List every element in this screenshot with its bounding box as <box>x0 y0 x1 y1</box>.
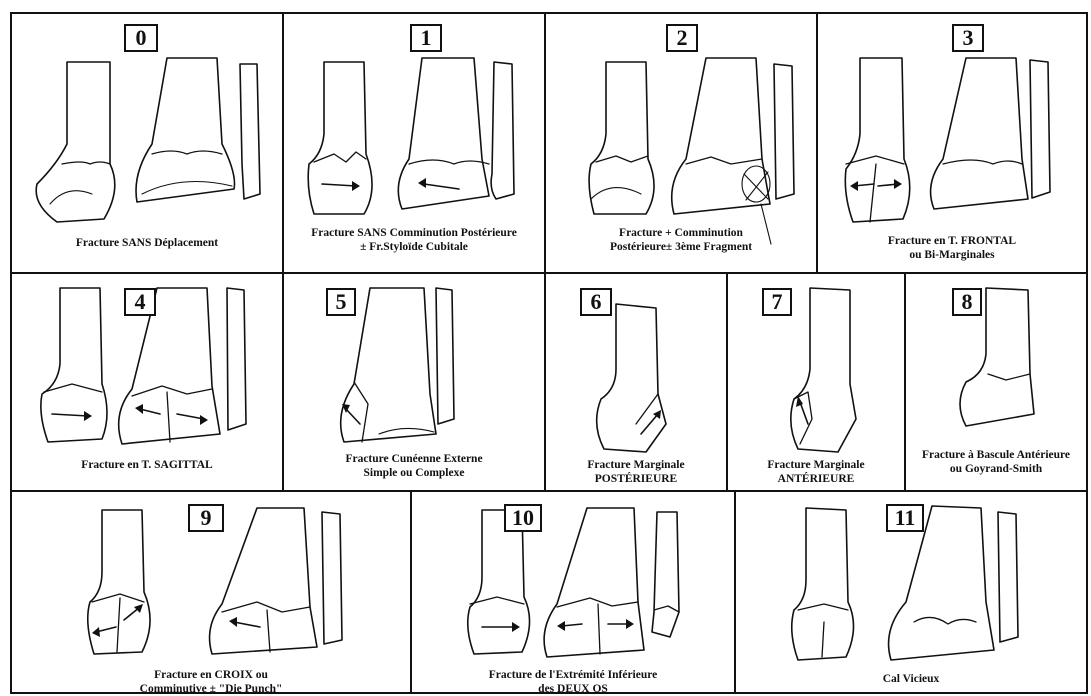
panel-3: 3 Fracture en T. FRONTAL ou Bi-Marginale… <box>816 12 1088 274</box>
panel-caption: Fracture de l'Extrémité Inférieure des D… <box>412 668 734 694</box>
panel-number: 3 <box>952 24 984 52</box>
panel-number: 2 <box>666 24 698 52</box>
panel-caption: Fracture Marginale ANTÉRIEURE <box>728 458 904 486</box>
panel-0: 0 Fracture SANS Déplacement <box>10 12 284 274</box>
panel-caption: Fracture Cunéenne Externe Simple ou Comp… <box>284 452 544 480</box>
panel-5: 5 Fracture Cunéenne Externe Simple ou Co… <box>282 272 546 492</box>
panel-caption: Cal Vicieux <box>736 672 1086 686</box>
panel-9: 9 Fracture en CROIX ou Comminutive ± "Di… <box>10 490 412 694</box>
panel-0-illustration <box>12 14 284 274</box>
panel-caption: Fracture SANS Déplacement <box>12 236 282 250</box>
panel-number: 6 <box>580 288 612 316</box>
panel-number: 11 <box>886 504 924 532</box>
panel-number: 9 <box>188 504 224 532</box>
panel-4: 4 Fracture en T. SAGITTAL <box>10 272 284 492</box>
panel-caption: Fracture en T. FRONTAL ou Bi-Marginales <box>818 234 1086 262</box>
panel-2: 2 Fracture + Comminution Postérieure± 3è… <box>544 12 818 274</box>
panel-number: 5 <box>326 288 356 316</box>
panel-number: 4 <box>124 288 156 316</box>
panel-number: 1 <box>410 24 442 52</box>
panel-caption: Fracture à Bascule Antérieure ou Goyrand… <box>906 448 1086 476</box>
panel-caption: Fracture en T. SAGITTAL <box>12 458 282 472</box>
panel-caption: Fracture + Comminution Postérieure± 3ème… <box>546 226 816 254</box>
panel-7: 7 Fracture Marginale ANTÉRIEURE <box>726 272 906 492</box>
panel-1: 1 Fracture SANS Comminution Postérieure … <box>282 12 546 274</box>
panel-number: 10 <box>504 504 542 532</box>
panel-10-illustration <box>412 492 736 694</box>
panel-10: 10 Fracture de l'Extrémité Inférieure de… <box>410 490 736 694</box>
panel-caption: Fracture en CROIX ou Comminutive ± "Die … <box>12 668 410 694</box>
panel-6: 6 Fracture Marginale POSTÉRIEURE <box>544 272 728 492</box>
panel-caption: Fracture SANS Comminution Postérieure ± … <box>284 226 544 254</box>
panel-number: 7 <box>762 288 792 316</box>
panel-8: 8 Fracture à Bascule Antérieure ou Goyra… <box>904 272 1088 492</box>
panel-number: 8 <box>952 288 982 316</box>
panel-11: 11 Cal Vicieux <box>734 490 1088 694</box>
panel-number: 0 <box>124 24 158 52</box>
panel-caption: Fracture Marginale POSTÉRIEURE <box>546 458 726 486</box>
